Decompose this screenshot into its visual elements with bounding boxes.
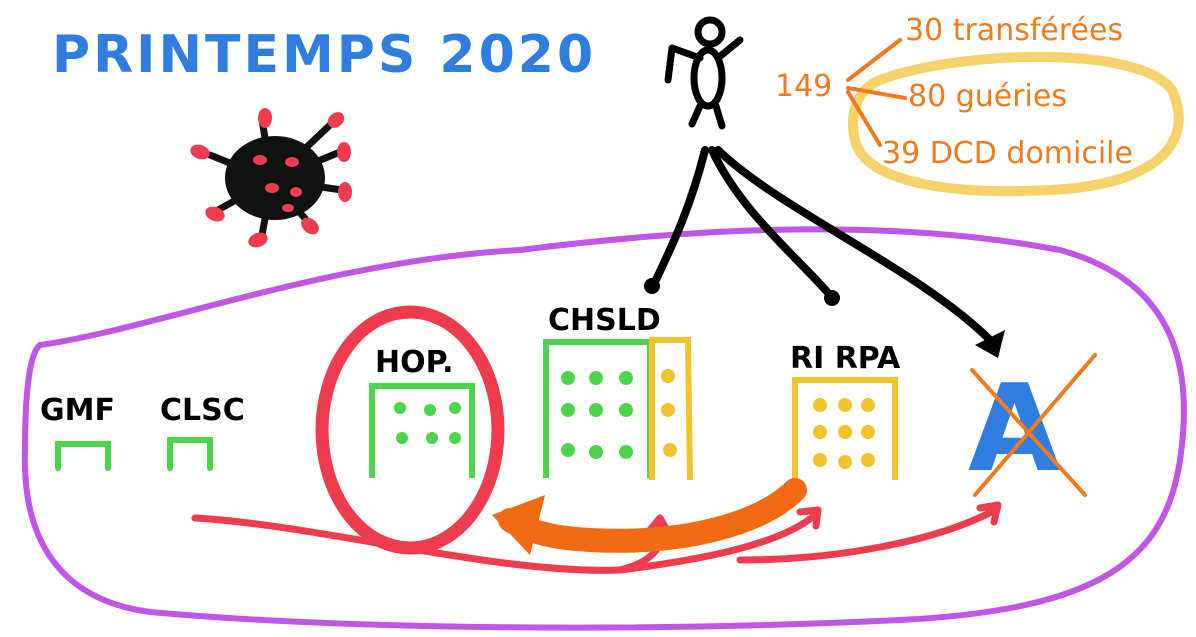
stick-figure-icon <box>664 16 744 130</box>
arrow-heads-black <box>644 278 1005 358</box>
stats-highlight <box>848 51 1184 197</box>
region-boundary <box>21 226 1187 631</box>
stats-total: 149 <box>775 69 832 104</box>
person-arrows <box>651 146 994 344</box>
ri-rpa-building-icon <box>792 377 898 480</box>
label-ri-rpa: RI RPA <box>790 341 901 376</box>
gmf-building-icon <box>55 441 111 471</box>
clsc-building-icon <box>167 437 213 471</box>
label-gmf: GMF <box>40 393 115 428</box>
stats-recovered: 80 guéries <box>908 79 1067 114</box>
stats-transferred: 30 transférées <box>905 13 1123 48</box>
stats-branches <box>846 38 907 147</box>
stats-deceased-home: 39 DCD domicile <box>882 136 1133 171</box>
coronavirus-icon <box>190 108 352 248</box>
hospital-building-icon <box>369 383 475 478</box>
house-icon: A <box>968 353 1097 499</box>
chsld-building-icon <box>543 337 693 481</box>
label-hospital: HOP. <box>375 345 454 380</box>
label-chsld: CHSLD <box>548 303 661 338</box>
orange-transfer-arrow <box>492 478 807 555</box>
label-clsc: CLSC <box>160 393 245 428</box>
diagram-title: PRINTEMPS 2020 <box>52 25 596 85</box>
